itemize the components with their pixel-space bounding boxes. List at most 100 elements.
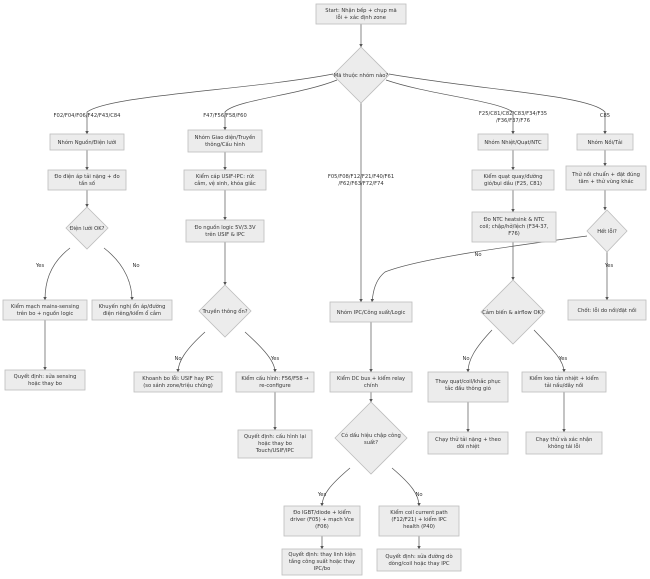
node-paste-check: Kiểm keo tản nhiệt + kiểm tải nấu/dây nồ… — [521, 371, 607, 393]
edge-mainsq-ups — [103, 247, 134, 301]
node-power-group: Nhóm Nguồn/Điện lưới — [49, 133, 125, 151]
edge-commq-isolate — [176, 331, 206, 373]
node-decide-sensing-line-2: hoặc thay bo — [28, 381, 62, 387]
node-ntc-measure-line-3: F76) — [508, 231, 520, 237]
node-igbt-check-line-3: (F06) — [315, 524, 329, 530]
node-power-measure-line-2: tần số — [79, 179, 96, 187]
edges — [43, 24, 609, 550]
node-decide-coil-line-2: dòng/coil hoặc thay IPC — [389, 560, 450, 567]
edge-label-no-comm: No — [174, 356, 181, 362]
node-pot-test-line-2: tâm + thử vùng khác — [578, 178, 633, 185]
node-power-group-line-1: Nhóm Nguồn/Điện lưới — [58, 138, 117, 146]
edge-label-yes-sensor: Yes — [558, 356, 568, 362]
node-dc-bus-line-2: chính — [364, 382, 378, 389]
edge-group-power — [85, 73, 334, 135]
node-dc-bus-line-1: Kiểm DC bus + kiểm relay — [337, 375, 405, 382]
node-pot-test-line-1: Thử nồi chuẩn + đặt đúng — [571, 170, 640, 178]
node-decide-igbt: Quyết định: thay linh kiện tầng công suấ… — [281, 548, 363, 576]
node-mains-ok: Điện lưới OK? — [65, 206, 109, 250]
node-thermal-test-line-1: Chạy thử tải nặng + theo — [435, 436, 501, 443]
node-paste-check-line-2: tải nấu/dây nồi — [545, 381, 584, 389]
node-igbt-check-line-1: Đo IGBT/diode + kiểm — [293, 509, 351, 516]
node-power-measure-line-1: Đo điện áp tải nặng + đo — [54, 173, 119, 180]
node-pot-group-line-1: Nhóm Nồi/Tải — [587, 138, 622, 146]
node-decide-config: Quyết định: cấu hình lại hoặc thay bo To… — [237, 429, 313, 459]
node-decide-config-line-3: Touch/USIF/IPC — [255, 448, 295, 454]
edge-label-yes-mains: Yes — [35, 263, 45, 269]
node-coil-current-line-1: Kiểm coil current path — [390, 509, 447, 516]
node-isolate-board: Khoanh bo lỗi: USIF hay IPC (so sánh zon… — [133, 371, 223, 393]
node-comm-group-line-2: thông/Cấu hình — [205, 141, 245, 148]
node-power-logic-group-line-1: Nhóm IPC/Công suất/Logic — [337, 309, 406, 316]
edge-label-no-sensor: No — [462, 356, 469, 362]
node-cable-check-line-2: cắm, vệ sinh, khóa giắc — [194, 180, 256, 187]
edge-label-yes-short: Yes — [317, 492, 327, 498]
node-coil-current: Kiểm coil current path (F12/F21) + kiểm … — [378, 505, 460, 537]
node-decide-sensing: Quyết định: sửa sensing hoặc thay bo — [4, 369, 86, 391]
node-short-question-line-1: Có dấu hiệu chập công — [341, 432, 401, 439]
node-config-check-line-2: re-configure — [259, 383, 290, 389]
node-conclude-pot: Chốt: lỗi do nồi/đặt nồi — [567, 299, 647, 321]
edge-label-yes-comm: Yes — [270, 356, 280, 362]
node-config-check: Kiểm cấu hình: F56/F58 → re-configure — [235, 371, 315, 393]
node-decide-sensing-line-1: Quyết định: sửa sensing — [14, 373, 77, 380]
node-resolved-question: Hết lỗi? — [586, 209, 628, 253]
node-coil-current-line-3: health (P40) — [403, 524, 435, 530]
node-power-measure: Đo điện áp tải nặng + đo tần số — [47, 169, 127, 191]
node-igbt-check-line-2: driver (F05) + mạch Vce — [290, 517, 354, 523]
node-fan-fix-line-1: Thay quạt/coil/khắc phục — [434, 378, 500, 385]
nodes: Start: Nhận bếp + chụp mã lỗi + xác định… — [2, 3, 647, 576]
node-sensor-question-line-1: Cảm biến & airflow OK? — [482, 309, 544, 316]
edge-label-no-short: No — [415, 492, 422, 498]
node-ntc-measure-line-1: Đo NTC heatsink & NTC — [484, 217, 545, 223]
node-comm-group-line-1: Nhóm Giao diện/Truyền — [195, 133, 256, 141]
node-thermal-test-line-2: dõi nhiệt — [457, 443, 480, 450]
edge-label-comm: F47/F56/F58/F60 — [203, 113, 247, 119]
node-thermal-group-line-1: Nhóm Nhiệt/Quạt/NTC — [484, 139, 542, 146]
node-fan-check-line-1: Kiểm quạt quay/đường — [483, 173, 542, 180]
node-dc-bus: Kiểm DC bus + kiểm relay chính — [329, 371, 413, 393]
node-decide-config-line-2: hoặc thay bo — [258, 441, 292, 447]
edge-label-yes-resolved: Yes — [604, 263, 614, 269]
edge-labels: F02/F04/F06/F42/F43/C84 F47/F56/F58/F60 … — [35, 111, 614, 498]
edge-group-pot — [388, 73, 607, 135]
node-mains-sensing-line-2: trên bo + nguồn logic — [17, 309, 74, 317]
node-mains-sensing: Kiểm mạch mains-sensing trên bo + nguồn … — [2, 299, 88, 321]
node-load-test: Chạy thử và xác nhận không tái lỗi — [525, 431, 603, 455]
edge-label-logic-2: /F62/F63/F72/F74 — [338, 181, 384, 187]
node-igbt-check: Đo IGBT/diode + kiểm driver (F05) + mạch… — [283, 505, 361, 537]
node-start-line-2: lỗi + xác định zone — [336, 14, 386, 21]
node-short-question-line-2: suất? — [364, 439, 378, 446]
edge-group-thermal — [385, 79, 515, 135]
node-decide-igbt-line-1: Quyết định: thay linh kiện — [288, 551, 355, 558]
node-logic-power: Đo nguồn logic 5V/3.3V trên USIF & IPC — [185, 219, 265, 243]
node-isolate-board-line-1: Khoanh bo lỗi: USIF hay IPC — [142, 375, 214, 382]
edge-shortq-igbt — [320, 467, 351, 507]
node-short-question: Có dấu hiệu chập công suất? — [334, 401, 408, 475]
node-thermal-group: Nhóm Nhiệt/Quạt/NTC — [477, 133, 549, 151]
node-group-question-line-1: Mã thuộc nhóm nào? — [334, 72, 389, 79]
node-load-test-line-2: không tái lỗi — [548, 443, 580, 450]
node-ntc-measure: Đo NTC heatsink & NTC coil; chập/hở/lệch… — [471, 211, 557, 243]
edge-label-logic-1: F05/F08/F12/F21/F40/F61 — [328, 174, 394, 180]
edge-resolvedq-logic — [370, 235, 588, 303]
node-sensor-question: Cảm biến & airflow OK? — [480, 279, 546, 345]
node-coil-current-line-2: (F12/F21) + kiểm IPC — [391, 516, 447, 523]
node-decide-coil: Quyết định: sửa đường dò dòng/coil hoặc … — [376, 548, 462, 572]
edge-label-thermal-2: /F36/F37/F76 — [496, 118, 530, 124]
node-comm-ok: Truyền thông ổn? — [198, 284, 252, 338]
node-decide-igbt-line-2: tầng công suất hoặc thay — [289, 557, 355, 565]
edge-sensorq-paste — [533, 329, 566, 373]
node-config-check-line-1: Kiểm cấu hình: F56/F58 → — [241, 375, 309, 382]
node-decide-config-line-1: Quyết định: cấu hình lại — [244, 433, 306, 440]
node-group-question: Mã thuộc nhóm nào? — [332, 46, 390, 104]
edge-group-comm — [223, 79, 338, 131]
edge-label-no-resolved: No — [474, 252, 481, 258]
node-mains-ok-line-1: Điện lưới OK? — [70, 225, 105, 232]
edge-shortq-coil — [391, 467, 421, 507]
node-comm-ok-line-1: Truyền thông ổn? — [202, 307, 248, 315]
node-advise-ups-line-2: điện riêng/kiểm ổ cắm — [103, 310, 161, 317]
node-cable-check-line-1: Kiểm cáp USIF-IPC: rút — [196, 173, 254, 180]
node-fan-check: Kiểm quạt quay/đường gió/bụi dầu (F25, C… — [471, 169, 555, 191]
